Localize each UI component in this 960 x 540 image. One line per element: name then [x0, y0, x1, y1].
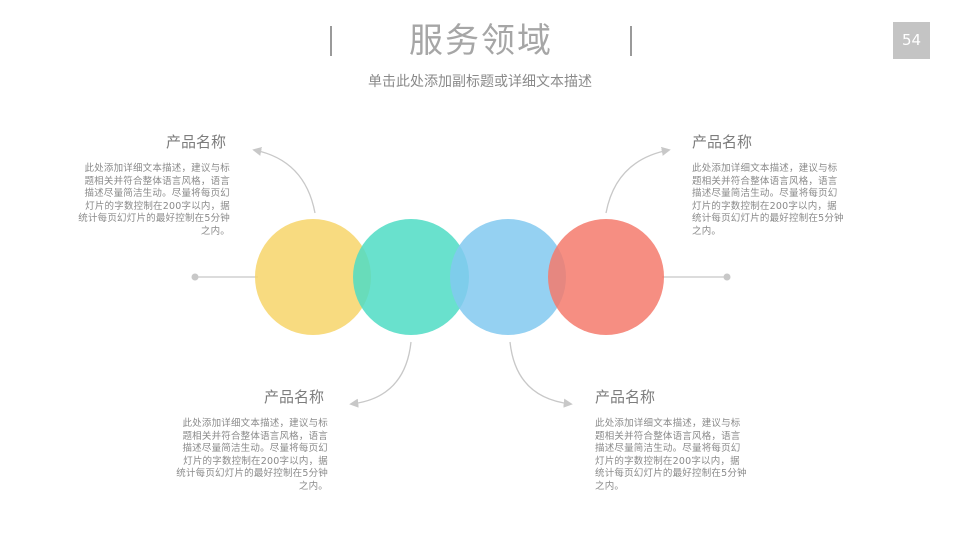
item-2-title[interactable]: 产品名称	[692, 133, 753, 151]
axis-dot-left	[191, 273, 199, 281]
item-1-description[interactable]: 此处添加详细文本描述，建议与标题相关并符合整体语言风格，语言描述尽量简洁生动。尽…	[78, 163, 230, 237]
item-2-description[interactable]: 此处添加详细文本描述，建议与标题相关并符合整体语言风格，语言描述尽量简洁生动。尽…	[692, 163, 844, 237]
item-4-title[interactable]: 产品名称	[595, 388, 656, 406]
circle-yellow[interactable]	[255, 219, 371, 335]
item-4-description[interactable]: 此处添加详细文本描述，建议与标题相关并符合整体语言风格，语言描述尽量简洁生动。尽…	[595, 418, 747, 492]
circle-red[interactable]	[548, 219, 664, 335]
arrow-bottom-right	[509, 341, 573, 408]
item-3-title[interactable]: 产品名称	[264, 388, 325, 406]
page-number-badge: 54	[893, 22, 930, 59]
arrow-bottom-left	[349, 341, 412, 408]
title-divider-right	[630, 26, 632, 56]
arrow-top-left	[252, 146, 316, 214]
page-title: 服务领域	[409, 21, 553, 61]
circle-teal[interactable]	[353, 219, 469, 335]
item-1-title[interactable]: 产品名称	[166, 133, 227, 151]
title-divider-left	[330, 26, 332, 56]
axis-dot-right	[723, 273, 731, 281]
circle-blue[interactable]	[450, 219, 566, 335]
item-3-description[interactable]: 此处添加详细文本描述，建议与标题相关并符合整体语言风格，语言描述尽量简洁生动。尽…	[176, 418, 328, 492]
page-subtitle[interactable]: 单击此处添加副标题或详细文本描述	[368, 74, 592, 90]
arrow-top-right	[605, 146, 671, 214]
